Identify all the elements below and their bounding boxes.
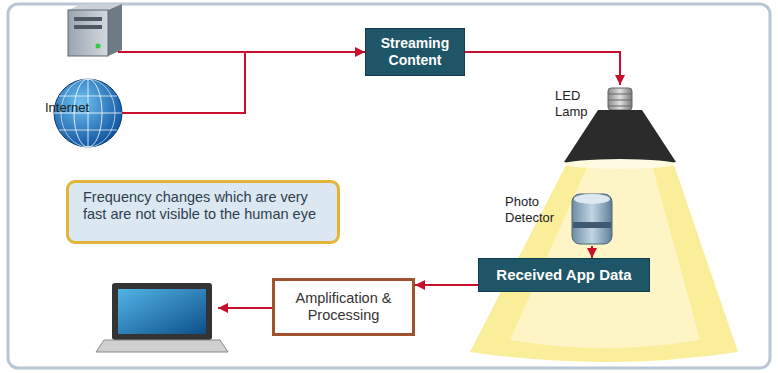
server-icon <box>68 4 122 56</box>
server-light <box>96 44 101 49</box>
detector-lens <box>574 194 610 204</box>
photo-detector-icon <box>572 194 612 244</box>
process-box: Streaming Content <box>365 28 465 76</box>
detector-label: Photo Detector <box>500 186 618 246</box>
led-lamp-icon <box>564 88 676 169</box>
node-text: Streaming Content <box>372 35 458 69</box>
globe-parallel <box>59 130 117 131</box>
laptop-icon <box>96 283 228 352</box>
laptop-base <box>96 340 228 352</box>
process-box: Amplification & Processing <box>272 278 415 336</box>
laptop-lid <box>112 283 212 340</box>
arrow-to-laptop <box>218 307 272 309</box>
arrow-connector <box>591 246 593 258</box>
server-side <box>108 4 122 56</box>
note-box: Frequency changes which are very fast ar… <box>66 180 340 244</box>
network-label: Internet <box>45 5 130 153</box>
node-text: Received App Data <box>496 266 631 284</box>
connector-bracket <box>118 52 245 113</box>
node-text: Internet <box>45 100 89 116</box>
arrow-connector <box>130 51 365 53</box>
node-text: LED Lamp <box>555 88 607 119</box>
lamp-thread <box>608 100 632 101</box>
lamp-thread <box>608 106 632 107</box>
light-cone-core <box>510 165 700 348</box>
lamp-screw <box>608 88 632 110</box>
lamp-label: LED Lamp <box>550 85 660 170</box>
arrow-connector <box>415 284 478 286</box>
frame <box>8 4 770 368</box>
globe-parallel <box>59 96 117 97</box>
detector-body <box>572 194 612 244</box>
light-cone <box>470 165 738 362</box>
node-text: Photo Detector <box>505 194 569 225</box>
arrow-connector <box>465 52 620 85</box>
lamp-thread <box>608 94 632 95</box>
node-text: Frequency changes which are very fast ar… <box>83 189 323 224</box>
process-box: Received App Data <box>478 258 650 292</box>
server-slot <box>74 17 102 21</box>
detector-band <box>573 222 611 228</box>
server-front <box>68 10 108 56</box>
server-slot <box>74 25 102 29</box>
lamp-glow <box>565 159 675 169</box>
node-text: Amplification & Processing <box>283 290 404 325</box>
laptop-screen <box>118 289 206 334</box>
